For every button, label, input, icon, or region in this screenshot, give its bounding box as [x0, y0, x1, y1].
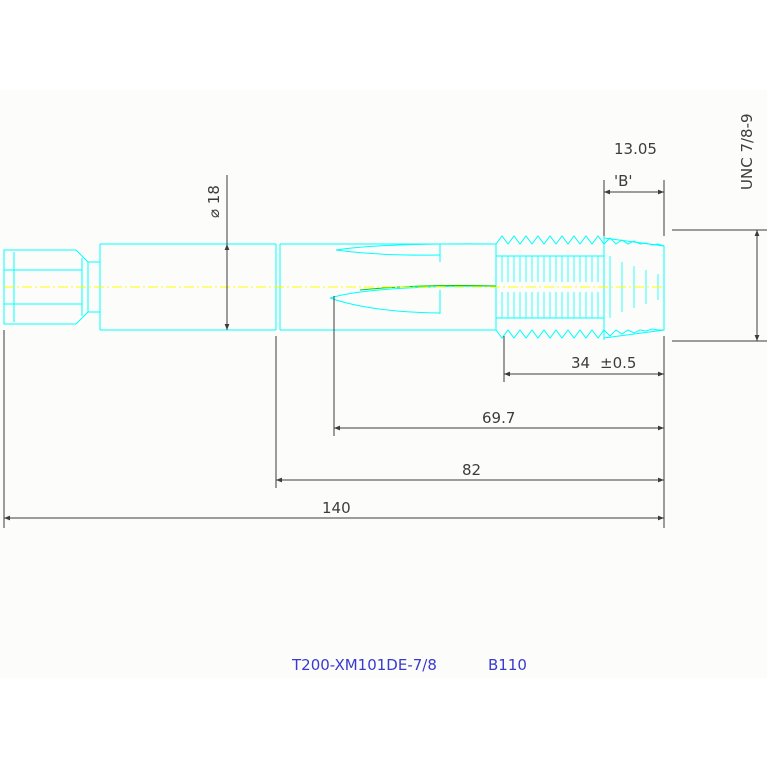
thread-length-value: 34: [571, 354, 590, 372]
overall-length-label: 140: [322, 499, 351, 517]
shank-length-label: 82: [462, 461, 481, 479]
thread-tolerance: ±0.5: [600, 354, 636, 372]
flute-lower: [329, 285, 497, 299]
thread-spec-label: UNC 7/8-9: [738, 113, 756, 190]
thread-crests-top: [495, 235, 665, 247]
variant-label: B110: [488, 656, 527, 674]
flute-edge-highlight: [359, 285, 497, 291]
chamfer-b-label: 'B': [614, 172, 633, 190]
thread-crests-bottom: [495, 328, 664, 339]
flute-length-label: 69.7: [482, 409, 515, 427]
chamfer-length-label: 13.05: [614, 140, 657, 158]
chamfer: [603, 237, 665, 339]
thread-roots: [501, 256, 659, 318]
dimension-lines: [3, 175, 767, 528]
drawing-sheet: [0, 90, 767, 678]
part-number-label: T200-XM101DE-7/8: [291, 656, 437, 674]
flute-upper: [335, 243, 497, 251]
diameter-label: ⌀ 18: [205, 185, 223, 218]
